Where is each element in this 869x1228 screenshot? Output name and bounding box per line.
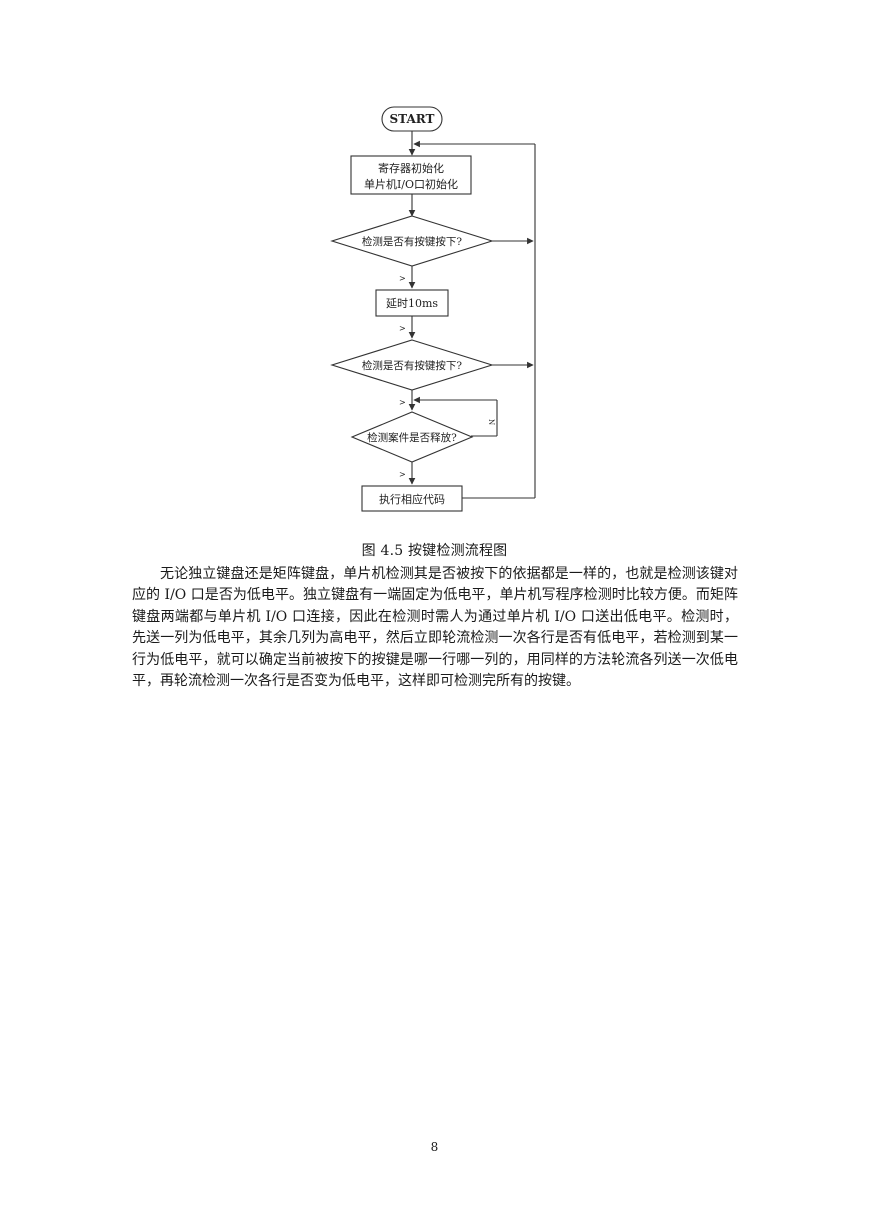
decision3-diamond — [350, 411, 474, 463]
yes-mark-4: > — [399, 470, 406, 479]
decision3-label: 检测案件是否释放? — [367, 431, 457, 444]
yes-mark-2: > — [399, 324, 406, 333]
start-terminal — [381, 106, 443, 132]
decision1-diamond — [330, 215, 494, 267]
figure-caption: 图 4.5 按键检测流程图 — [361, 543, 508, 559]
key-detection-flowchart: START 寄存器初始化 单片机I/O口初始化 检测是否有按键按下? 延时10m… — [330, 106, 536, 512]
page-number: 8 — [430, 1140, 439, 1154]
decision1-label: 检测是否有按键按下? — [362, 235, 462, 248]
delay-process-box — [375, 289, 449, 317]
decision2-diamond — [330, 339, 494, 391]
yes-mark-3: > — [399, 398, 406, 407]
execute-label: 执行相应代码 — [379, 492, 445, 506]
yes-mark-1: > — [399, 274, 406, 283]
execute-process-box — [361, 485, 463, 512]
no-mark: N — [487, 419, 495, 425]
decision2-label: 检测是否有按键按下? — [362, 359, 462, 372]
init-label-line1: 寄存器初始化 — [378, 161, 444, 175]
delay-label: 延时10ms — [386, 297, 438, 310]
body-paragraph: 无论独立键盘还是矩阵键盘，单片机检测其是否被按下的依据都是一样的，也就是检测该键… — [132, 566, 738, 690]
init-label-line2: 单片机I/O口初始化 — [364, 177, 458, 191]
init-process-box — [350, 155, 472, 195]
start-label: START — [390, 112, 435, 126]
